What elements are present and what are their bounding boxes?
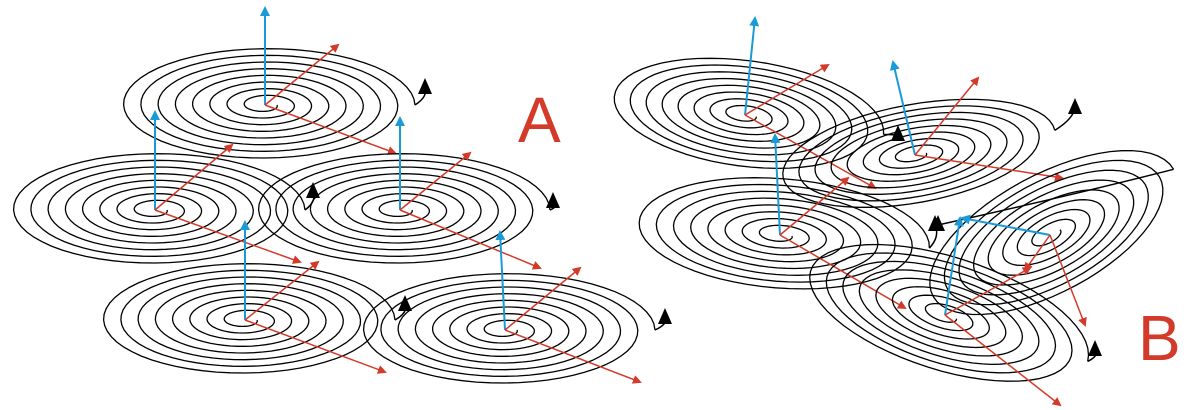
spiral-a-2 xyxy=(12,110,320,264)
exit-arrowhead-icon xyxy=(1088,340,1102,356)
spiral-line xyxy=(257,153,551,264)
in-plane-vector-arrow xyxy=(399,209,542,270)
in-plane-vector-arrow xyxy=(154,143,234,211)
in-plane-vector-arrow xyxy=(944,267,1032,316)
panel-a xyxy=(12,6,672,384)
spiral-line xyxy=(929,149,1175,316)
normal-vector-arrow xyxy=(944,216,964,316)
panel-label-a: A xyxy=(518,84,561,156)
spiral-a-5 xyxy=(362,230,672,384)
in-plane-vector-arrow xyxy=(399,151,472,211)
exit-arrowhead-icon xyxy=(1068,98,1082,114)
exit-arrowhead-icon xyxy=(306,182,320,198)
in-plane-vector-arrow xyxy=(744,63,830,116)
panel-b xyxy=(613,16,1175,407)
in-plane-vector-arrow xyxy=(914,76,980,156)
in-plane-vector-arrow xyxy=(944,314,1062,407)
panel-label-b: B xyxy=(1138,302,1181,374)
normal-vector-arrow xyxy=(889,60,916,156)
spiral-b-5 xyxy=(809,216,1102,407)
normal-vector-arrow xyxy=(960,214,1051,236)
spiral-line xyxy=(613,57,885,170)
normal-vector-arrow xyxy=(744,16,760,116)
in-plane-vector-arrow xyxy=(1023,234,1051,272)
exit-arrowhead-icon xyxy=(418,78,432,94)
spiral-b-1 xyxy=(613,16,905,189)
in-plane-vector-arrow xyxy=(779,176,850,236)
spiral-a-1 xyxy=(122,6,432,159)
normal-vector-arrow xyxy=(495,230,506,331)
exit-arrowhead-icon xyxy=(658,308,672,324)
in-plane-vector-arrow xyxy=(264,104,397,155)
spiral-line xyxy=(122,48,416,159)
spiral-line xyxy=(12,153,306,264)
spiral-b-2 xyxy=(782,60,1082,208)
in-plane-vector-arrow xyxy=(1049,234,1087,327)
spiral-a-4 xyxy=(102,220,412,374)
spiral-line xyxy=(782,98,1056,208)
normal-vector-arrow xyxy=(770,133,781,236)
in-plane-vector-arrow xyxy=(244,260,320,321)
in-plane-vector-arrow xyxy=(779,234,907,310)
in-plane-vector-arrow xyxy=(264,43,340,106)
in-plane-vector-arrow xyxy=(154,209,302,264)
exit-arrowhead-icon xyxy=(398,295,412,311)
spiral-b-4 xyxy=(929,149,1175,327)
spiral-line xyxy=(362,273,656,384)
in-plane-vector-arrow xyxy=(244,319,387,374)
in-plane-vector-arrow xyxy=(504,266,582,331)
in-plane-vector-arrow xyxy=(504,329,642,384)
spiral-line xyxy=(809,243,1090,382)
spiral-line xyxy=(638,177,931,290)
exit-arrowhead-icon xyxy=(546,192,560,208)
exit-arrowhead-icon xyxy=(931,215,945,231)
spiral-a-3 xyxy=(257,116,560,270)
spiral-line xyxy=(102,263,396,374)
